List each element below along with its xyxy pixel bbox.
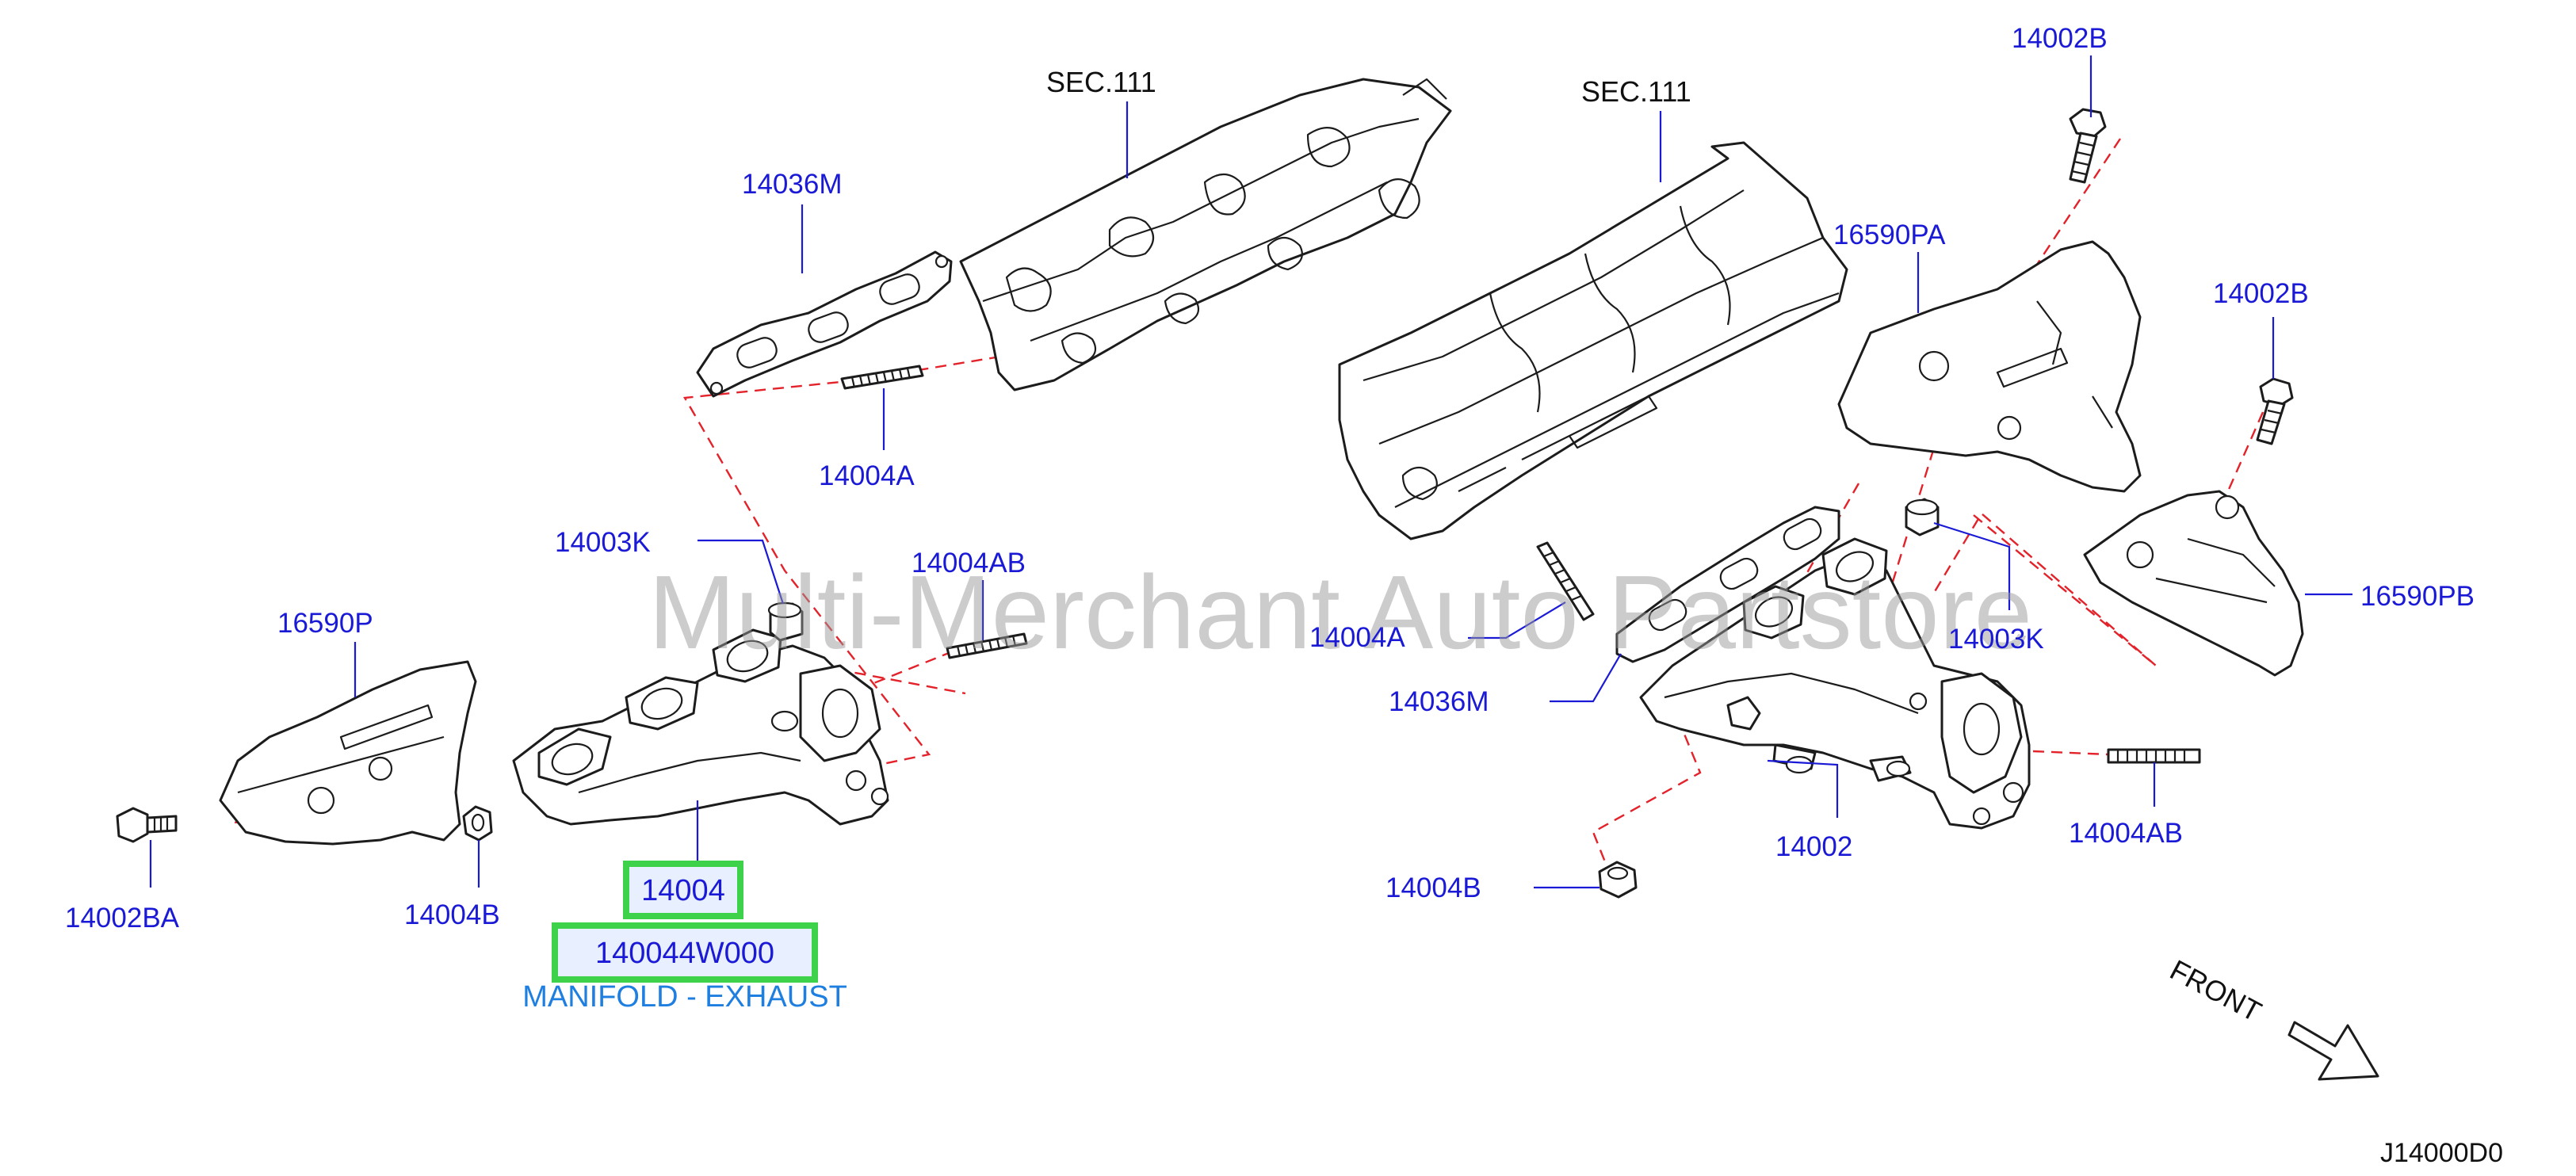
top-bolt-14002b [2069, 108, 2107, 184]
highlighted-part[interactable]: 14004 140044W000 MANIFOLD - EXHAUST [522, 861, 847, 1014]
right-stud-14004a [1536, 541, 1595, 621]
leader-lines [149, 55, 2352, 889]
dashed-line-right-nut [1592, 701, 1702, 872]
leader-14003k-left [698, 539, 785, 605]
label-16590p[interactable]: 16590P [277, 608, 373, 639]
left-cylinder-head [959, 78, 1452, 391]
part-labels: 14036M 14004A 14003K 14004AB 16590P 1400… [65, 23, 2475, 934]
dashed-line-heatshield [1932, 512, 2157, 666]
left-nut-14004b [462, 805, 493, 842]
leader-14003k-right [1933, 521, 2011, 610]
dashed-line-right-bolt [2202, 411, 2265, 548]
section-ref-right: SEC.111 [1581, 75, 1691, 108]
leader-14004a-right [1468, 601, 1566, 640]
left-heat-shield-16590p [219, 660, 477, 846]
leader-14036m-right [1550, 653, 1622, 703]
right-manifold-gasket [1615, 506, 1840, 663]
label-14036m-left[interactable]: 14036M [742, 169, 842, 200]
right-bolt-14002b [2256, 377, 2294, 445]
highlight-oem-number-box [552, 922, 818, 983]
diagram-code: J14000D0 [2380, 1138, 2503, 1168]
left-exhaust-manifold-14004 [512, 628, 889, 826]
highlight-description: MANIFOLD - EXHAUST [522, 980, 847, 1014]
left-nut-14003k [767, 601, 804, 642]
front-indicator: FRONT [2165, 953, 2379, 1081]
left-manifold-gasket [696, 250, 953, 398]
section-ref-left: SEC.111 [1046, 66, 1156, 98]
label-14036m-right[interactable]: 14036M [1389, 686, 1489, 717]
front-arrow-icon [2287, 1021, 2379, 1081]
leader-14002 [1767, 759, 1839, 818]
highlight-part-number-box [623, 861, 743, 919]
upper-heat-shield-16590pa [1837, 240, 2142, 493]
label-14002b-right[interactable]: 14002B [2213, 278, 2309, 309]
right-cylinder-head [1338, 141, 1848, 540]
label-14004ab-left[interactable]: 14004AB [912, 548, 1026, 578]
lower-heat-shield-16590pb [2083, 490, 2304, 677]
left-stud-14004ab [946, 632, 1028, 659]
highlight-part-number[interactable]: 14004 [641, 874, 725, 907]
label-14004a-left[interactable]: 14004A [819, 460, 915, 491]
dashed-line-left-stud [683, 355, 1001, 774]
label-14004b-right[interactable]: 14004B [1385, 872, 1481, 903]
highlight-oem-number[interactable]: 140044W000 [595, 937, 774, 970]
label-14004b-left[interactable]: 14004B [404, 899, 500, 930]
label-14004ab-right[interactable]: 14004AB [2069, 818, 2183, 849]
label-14002[interactable]: 14002 [1775, 831, 1852, 862]
left-bolt-14002ba [116, 807, 178, 843]
watermark-text: Multi-Merchant Auto Partstore [648, 554, 2032, 670]
left-stud-14004a [840, 365, 924, 390]
front-label: FRONT [2165, 953, 2267, 1028]
label-14002b-top[interactable]: 14002B [2012, 23, 2108, 54]
label-14003k-right[interactable]: 14003K [1948, 624, 2044, 655]
dashed-line-left-nut [782, 658, 966, 695]
right-stud-14004ab [2107, 748, 2201, 764]
label-14002ba[interactable]: 14002BA [65, 903, 180, 934]
right-exhaust-manifold-14002 [1639, 537, 2031, 830]
label-14003k-left[interactable]: 14003K [555, 527, 651, 558]
label-14004a-right[interactable]: 14004A [1309, 622, 1405, 653]
right-nut-14003k [1905, 498, 1940, 536]
label-16590pa[interactable]: 16590PA [1833, 220, 1946, 250]
dashed-line-right-stud [2032, 750, 2109, 756]
right-nut-14004b [1598, 861, 1638, 899]
label-16590pb[interactable]: 16590PB [2360, 581, 2475, 612]
